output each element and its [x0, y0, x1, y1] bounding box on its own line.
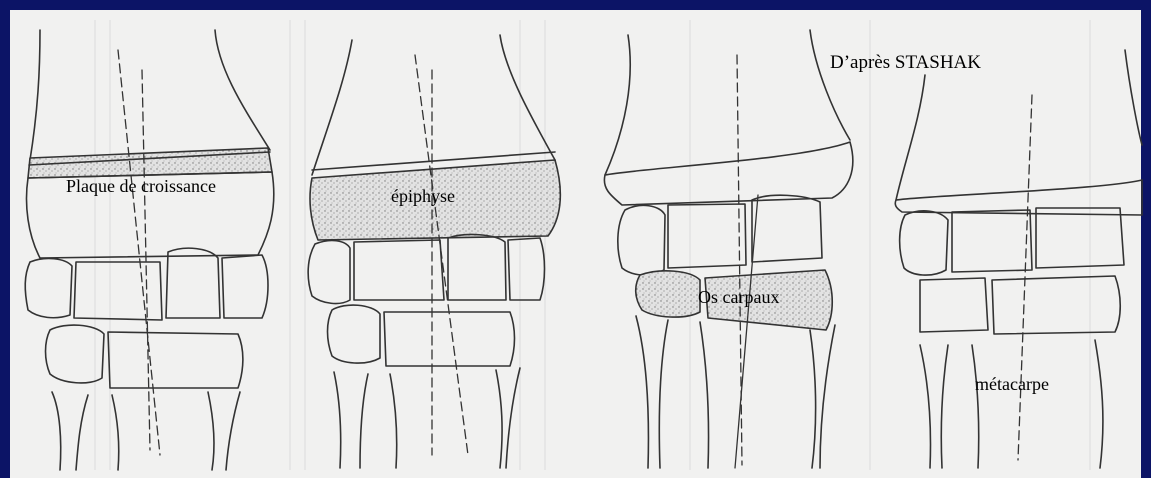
source-credit: D’après STASHAK: [830, 52, 981, 74]
label-carpal-bones: Os carpaux: [698, 287, 779, 308]
background-text-bleed: [95, 20, 1090, 470]
label-growth-plate: Plaque de croissance: [66, 176, 216, 197]
label-epiphysis: épiphyse: [391, 186, 455, 207]
label-metacarpal: métacarpe: [975, 374, 1049, 395]
carpus-drawing-1: [25, 30, 274, 470]
carpus-drawing-3: [604, 30, 852, 468]
carpus-drawing-4: [895, 50, 1142, 468]
carpus-drawing-2: [308, 35, 560, 468]
